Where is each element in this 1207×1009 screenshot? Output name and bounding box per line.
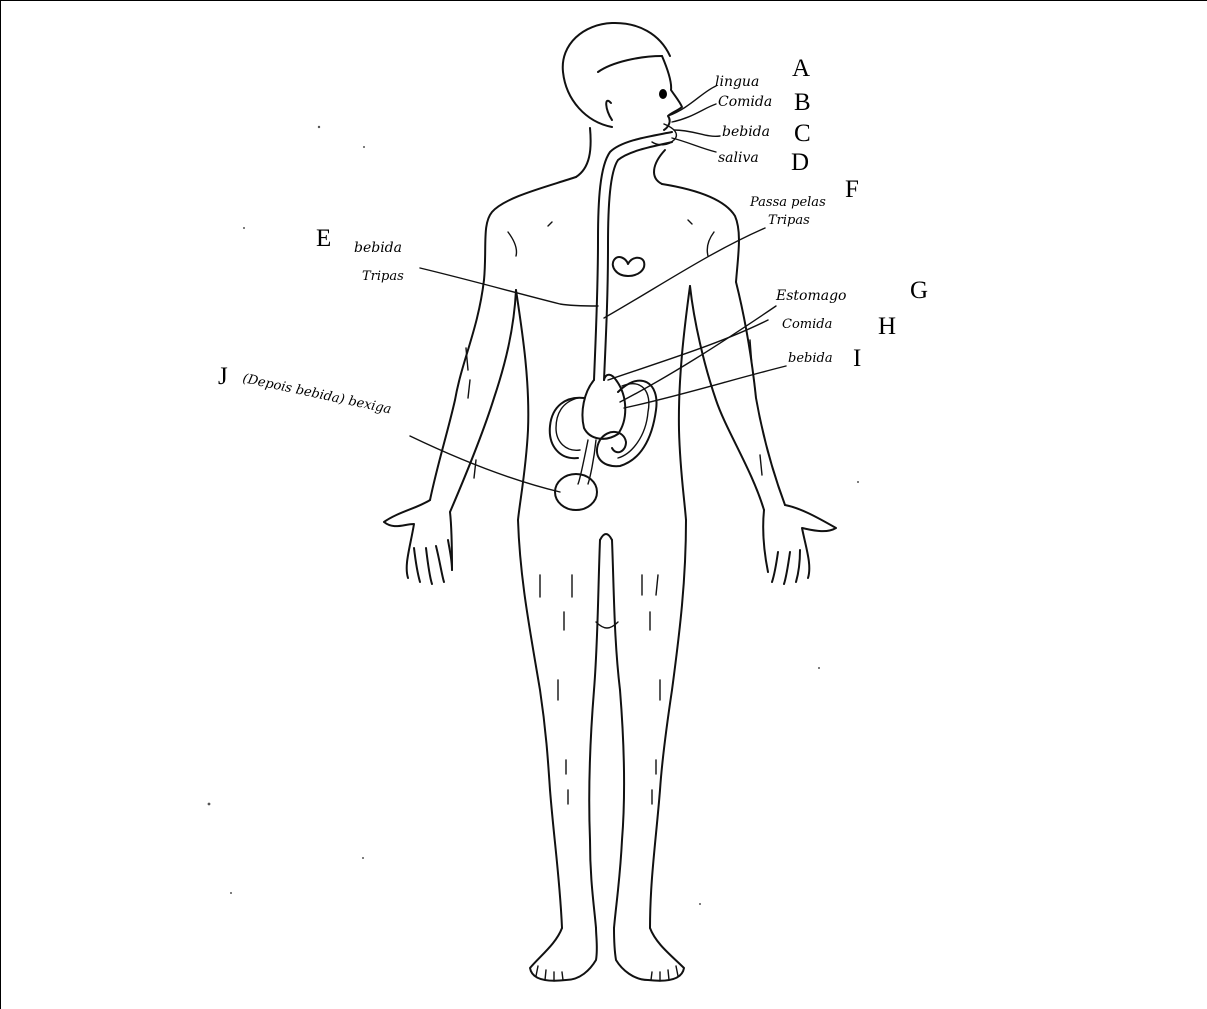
label-F-letter: F <box>845 176 859 203</box>
label-B: Comida B <box>718 89 811 116</box>
label-E-note-line2: Tripas <box>362 269 404 284</box>
label-E-letter: E <box>316 225 331 252</box>
label-B-letter: B <box>794 89 811 116</box>
label-D-note: saliva <box>718 150 759 166</box>
label-B-note: Comida <box>718 94 772 110</box>
label-D: saliva D <box>718 149 809 176</box>
label-E-note-line1: bebida <box>354 240 402 256</box>
label-I-letter: I <box>853 345 861 372</box>
label-E: E bebida Tripas <box>316 225 404 284</box>
label-F: Passa pelas Tripas F <box>749 176 859 228</box>
label-H-note: Comida <box>782 317 832 332</box>
label-C: bebida C <box>722 120 811 147</box>
label-F-note-line1: Passa pelas <box>749 195 826 210</box>
heart <box>613 257 645 276</box>
body-outline <box>384 23 836 981</box>
scan-specks <box>208 126 859 905</box>
label-C-letter: C <box>794 120 811 147</box>
label-G-letter: G <box>910 277 928 304</box>
label-I-note: bebida <box>788 351 833 366</box>
bladder <box>555 474 597 510</box>
label-G: Estomago G <box>775 277 928 304</box>
label-J-letter: J <box>218 363 228 390</box>
label-C-note: bebida <box>722 124 770 140</box>
stomach <box>582 375 625 439</box>
label-H: Comida H <box>782 313 896 340</box>
label-F-note-line2: Tripas <box>768 213 810 228</box>
label-J: J (Depois bebida) bexiga <box>218 363 393 417</box>
label-G-note: Estomago <box>775 288 846 304</box>
label-H-letter: H <box>878 313 896 340</box>
label-D-letter: D <box>791 149 809 176</box>
eye <box>659 89 667 99</box>
label-I: bebida I <box>788 345 861 372</box>
label-A: lingua A <box>715 55 810 90</box>
label-A-note: lingua <box>715 74 759 90</box>
label-J-note: (Depois bebida) bexiga <box>241 371 392 417</box>
label-A-letter: A <box>792 55 810 82</box>
